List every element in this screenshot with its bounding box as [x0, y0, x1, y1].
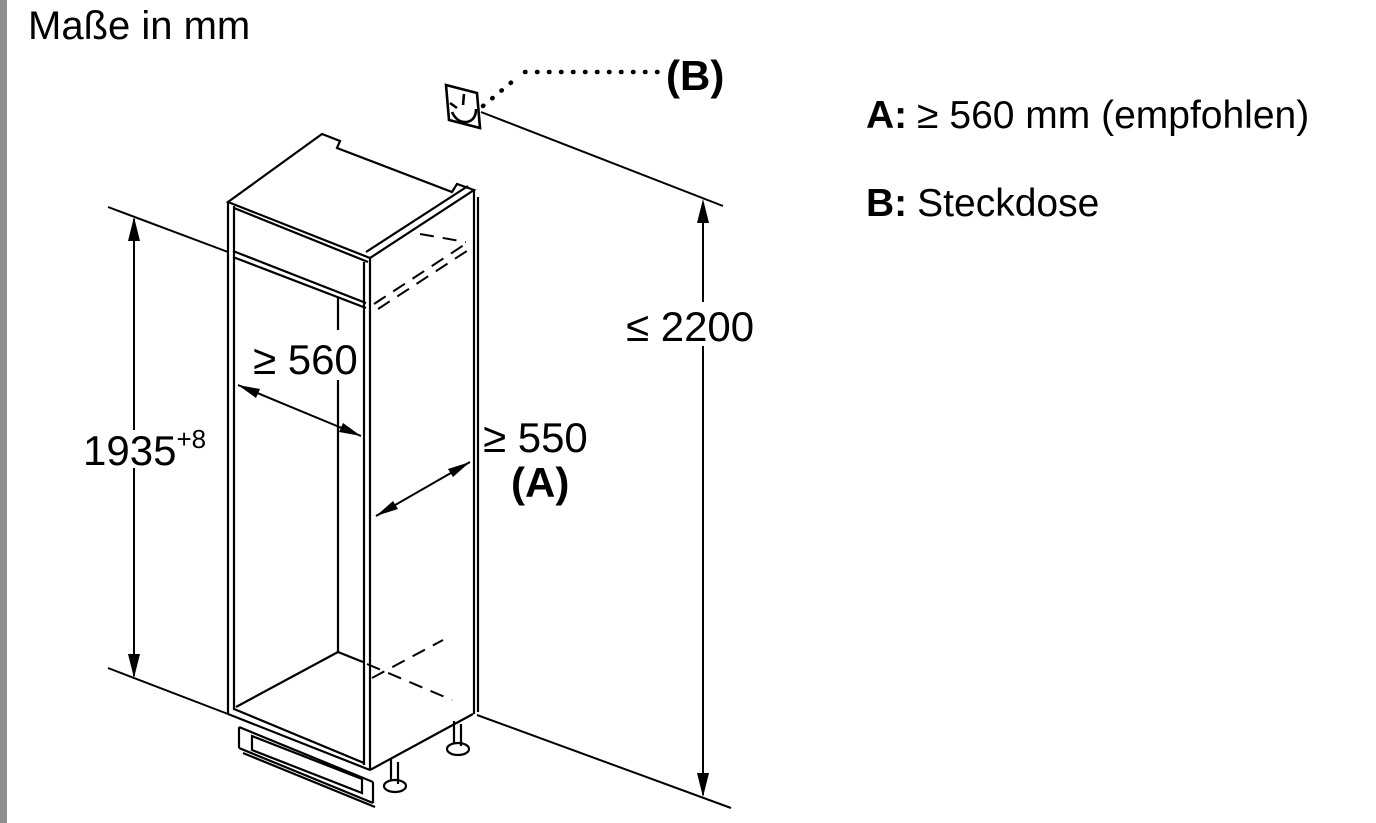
arrowhead-lower: [376, 501, 398, 516]
arrowhead-right: [339, 423, 361, 436]
legend-text-b: Steckdose: [917, 182, 1100, 225]
niche-width-label: ≥ 560: [253, 336, 358, 383]
legend-text-a: ≥ 560 mm (empfohlen): [917, 94, 1310, 137]
socket-ref-label: (B): [666, 52, 724, 99]
socket-icon: [444, 83, 482, 130]
arrowhead-down: [697, 773, 709, 797]
plinth-cutout: [250, 734, 364, 795]
niche-floor: [235, 651, 339, 708]
top-rail: [232, 249, 367, 305]
dimension-total-height: ≤ 2200: [626, 199, 754, 797]
legend-item-a: A: ≥ 560 mm (empfohlen): [866, 94, 1366, 138]
page-edge: [0, 0, 7, 823]
dotted-leader: [480, 69, 662, 109]
hidden-edges: [366, 233, 474, 701]
dimension-niche-width: ≥ 560: [237, 336, 362, 437]
adjustable-feet: [382, 721, 471, 794]
arrowhead-down: [128, 654, 140, 678]
arrowhead-left: [238, 385, 260, 398]
rear-foot: [445, 741, 471, 757]
plinth: [237, 725, 376, 809]
dimension-niche-depth: ≥ 550 (A): [375, 414, 588, 517]
legend-key-b: B:: [866, 182, 908, 225]
legend-item-b: B: Steckdose: [866, 182, 1366, 226]
total-height-label: ≤ 2200: [626, 303, 754, 350]
extension-lines: [107, 111, 732, 809]
page-title: Maße in mm: [28, 4, 251, 48]
cabinet-bottom-front-edge: [227, 712, 371, 772]
arrowhead-up: [128, 217, 140, 241]
arrowhead-up: [697, 199, 709, 223]
cabinet-bottom-right-edge: [369, 713, 474, 771]
cabinet-top-face: [225, 132, 477, 260]
niche-height-label: 1935+8: [83, 424, 206, 474]
floor-line: [476, 714, 732, 809]
legend: A: ≥ 560 mm (empfohlen) B: Steckdose: [866, 94, 1366, 270]
socket-height-line: [480, 111, 724, 207]
niche-depth-ref-label: (A): [511, 459, 569, 506]
legend-key-a: A:: [866, 94, 908, 137]
cabinet-outline: [225, 132, 480, 772]
arrowhead-upper: [448, 462, 470, 477]
niche-depth-label: ≥ 550: [483, 414, 588, 461]
front-foot: [382, 778, 408, 794]
dimension-niche-height: 1935+8: [83, 217, 206, 678]
socket-callout: (B): [444, 52, 724, 130]
